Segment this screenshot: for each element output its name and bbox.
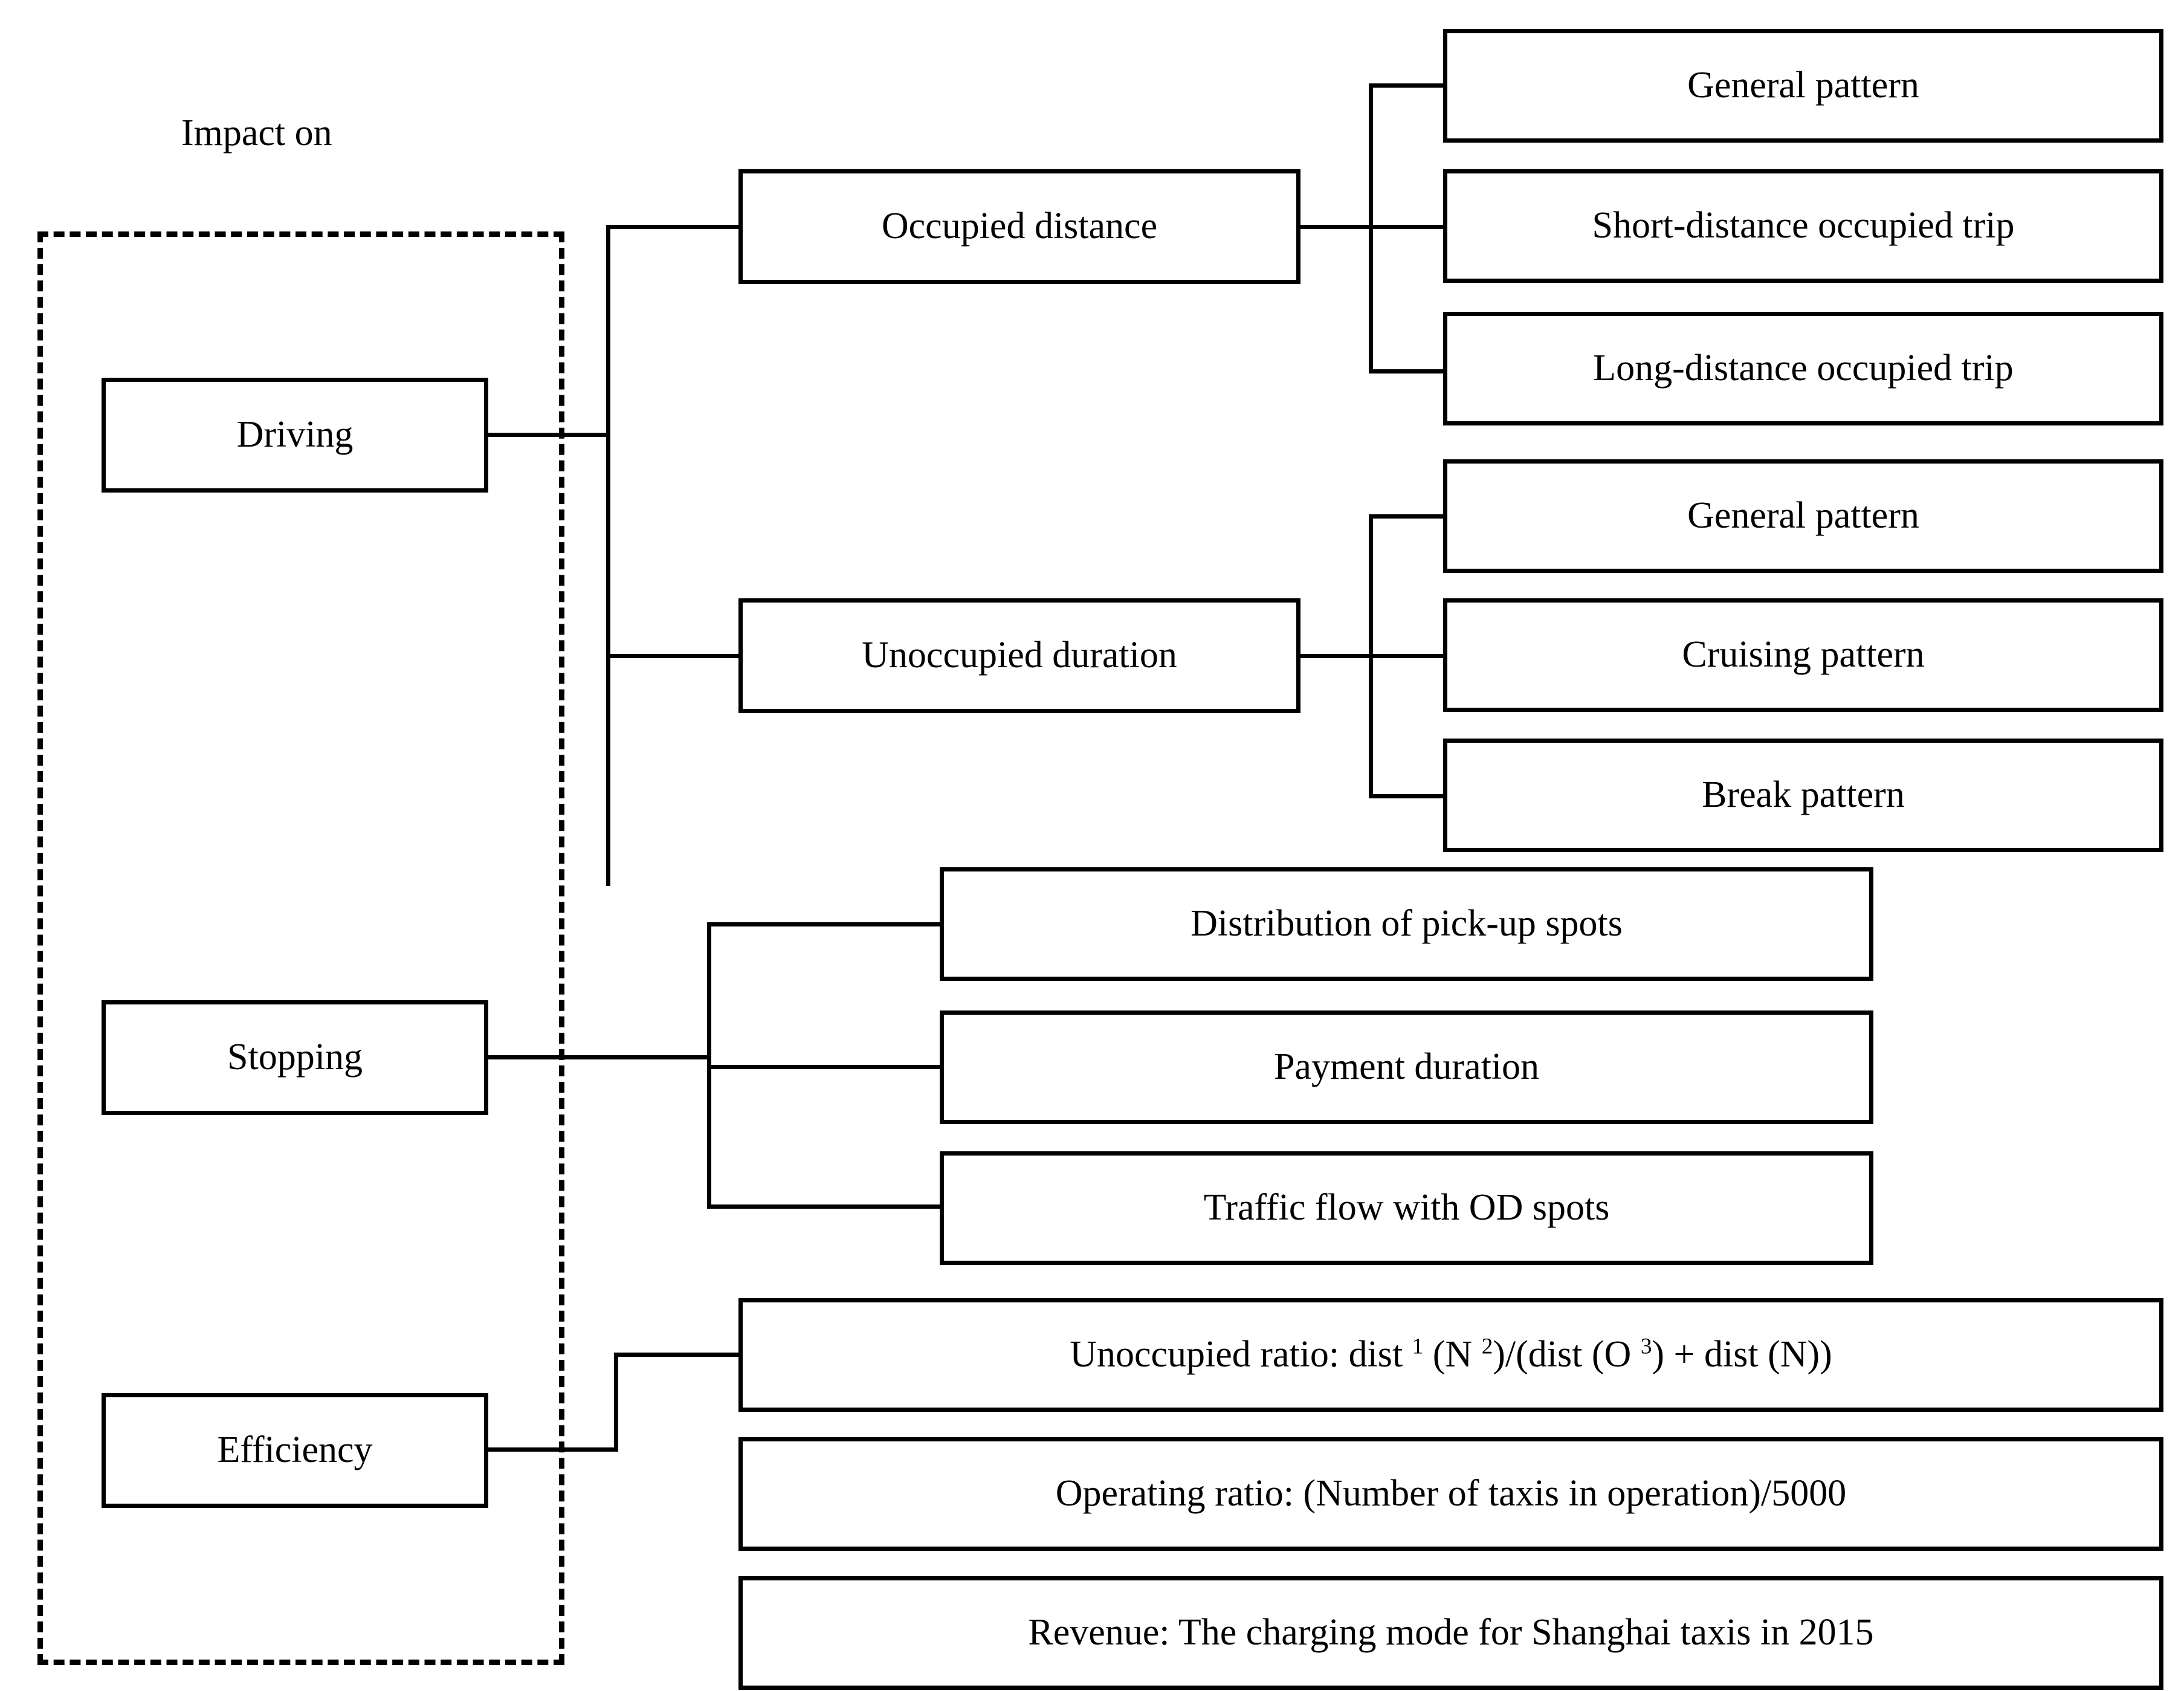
node-od-short-distance-trip[interactable]: Short-distance occupied trip: [1443, 169, 2163, 283]
connector-efficiency-to-unoccupied-ratio: [614, 1353, 742, 1357]
page-title: Impact on: [181, 112, 332, 154]
node-ud-cruising-pattern-label: Cruising pattern: [1682, 634, 1925, 676]
node-st-pickup-spot-distribution[interactable]: Distribution of pick-up spots: [940, 867, 1873, 981]
node-efficiency[interactable]: Efficiency: [102, 1393, 488, 1508]
node-od-long-distance-trip-label: Long-distance occupied trip: [1593, 348, 2014, 389]
connector-od-to-short-trip: [1369, 225, 1447, 229]
connector-ud-to-break-pattern: [1369, 794, 1447, 798]
impact-on-group-boundary: [37, 231, 564, 1665]
node-ud-general-pattern[interactable]: General pattern: [1443, 459, 2163, 573]
node-od-general-pattern[interactable]: General pattern: [1443, 29, 2163, 143]
node-od-general-pattern-label: General pattern: [1687, 65, 1919, 106]
node-ud-cruising-pattern[interactable]: Cruising pattern: [1443, 598, 2163, 712]
node-od-short-distance-trip-label: Short-distance occupied trip: [1592, 205, 2015, 247]
node-efficiency-label: Efficiency: [217, 1429, 373, 1471]
connector-driving-trunk: [606, 225, 610, 886]
node-od-long-distance-trip[interactable]: Long-distance occupied trip: [1443, 312, 2163, 425]
node-ef-revenue-label: Revenue: The charging mode for Shanghai …: [1028, 1612, 1874, 1654]
node-ud-general-pattern-label: General pattern: [1687, 495, 1919, 537]
node-ef-operating-ratio[interactable]: Operating ratio: (Number of taxis in ope…: [738, 1437, 2163, 1551]
connector-driving-to-unoccupied-duration: [606, 654, 743, 658]
node-ef-revenue[interactable]: Revenue: The charging mode for Shanghai …: [738, 1576, 2163, 1690]
node-stopping-label: Stopping: [227, 1036, 363, 1078]
connector-efficiency-riser: [614, 1353, 618, 1452]
node-stopping[interactable]: Stopping: [102, 1000, 488, 1115]
node-occupied-distance-label: Occupied distance: [881, 205, 1158, 247]
node-unoccupied-duration-label: Unoccupied duration: [862, 635, 1177, 676]
connector-od-to-long-trip: [1369, 369, 1447, 373]
node-ud-break-pattern[interactable]: Break pattern: [1443, 739, 2163, 852]
node-unoccupied-duration[interactable]: Unoccupied duration: [738, 598, 1300, 713]
node-st-traffic-flow-od-label: Traffic flow with OD spots: [1203, 1187, 1610, 1229]
node-ef-unoccupied-ratio[interactable]: Unoccupied ratio: dist 1 (N 2)/(dist (O …: [738, 1298, 2163, 1412]
connector-stopping-to-pickup-spots: [707, 922, 944, 926]
connector-driving-out: [488, 433, 610, 437]
node-st-pickup-spot-distribution-label: Distribution of pick-up spots: [1191, 903, 1623, 945]
connector-ud-to-general-pattern: [1369, 514, 1447, 519]
connector-od-to-general-pattern: [1369, 83, 1447, 88]
connector-ud-to-cruising-pattern: [1369, 654, 1447, 658]
connector-driving-to-occupied-distance: [606, 225, 743, 229]
node-ud-break-pattern-label: Break pattern: [1702, 774, 1905, 816]
node-driving[interactable]: Driving: [102, 378, 488, 493]
connector-stopping-to-traffic-flow: [707, 1204, 944, 1209]
connector-stopping-out: [488, 1055, 711, 1059]
node-ef-operating-ratio-label: Operating ratio: (Number of taxis in ope…: [1055, 1473, 1847, 1515]
node-driving-label: Driving: [236, 414, 354, 456]
node-occupied-distance[interactable]: Occupied distance: [738, 169, 1300, 284]
connector-efficiency-out: [488, 1447, 618, 1452]
node-st-payment-duration[interactable]: Payment duration: [940, 1010, 1873, 1124]
node-ef-unoccupied-ratio-label: Unoccupied ratio: dist 1 (N 2)/(dist (O …: [1070, 1334, 1832, 1376]
connector-stopping-to-payment: [707, 1065, 944, 1069]
node-st-payment-duration-label: Payment duration: [1273, 1046, 1540, 1088]
node-st-traffic-flow-od[interactable]: Traffic flow with OD spots: [940, 1151, 1873, 1265]
